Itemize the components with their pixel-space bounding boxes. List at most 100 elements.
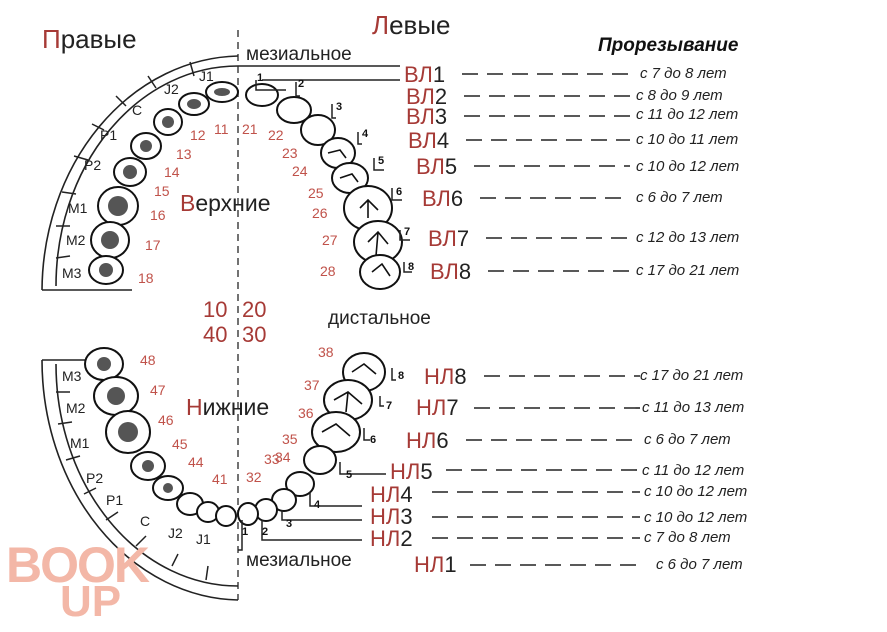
tooth-number-15: 15 (154, 183, 170, 199)
right-side-title: Правые (42, 24, 137, 54)
upper-index-1: 1 (257, 72, 264, 84)
tooth-number-41: 41 (212, 471, 228, 487)
eruption-upper-4: с 10 до 11 лет (636, 131, 739, 148)
upper-leader-lines (238, 65, 412, 273)
tooth-number-23: 23 (282, 145, 298, 161)
upper-left-teeth (245, 83, 403, 290)
tooth-number-28: 28 (320, 263, 336, 279)
tooth-number-46: 46 (158, 412, 174, 428)
upper-index-6: 6 (396, 186, 403, 198)
tooth-number-48: 48 (140, 352, 156, 368)
lower-left-teeth (237, 352, 386, 526)
group-upper-p1: P1 (100, 127, 118, 143)
watermark-book: BOOK (6, 537, 150, 593)
upper-right-teeth-shading (99, 88, 230, 277)
tooth-number-11: 11 (214, 121, 229, 137)
group-lower-p2: P2 (86, 470, 104, 486)
eruption-upper-5: с 10 до 12 лет (636, 158, 740, 175)
group-lower-j2: J2 (168, 525, 183, 541)
lower-index-2: 2 (262, 526, 269, 538)
eruption-upper-8: с 17 до 21 лет (636, 262, 740, 279)
lower-index-7: 7 (386, 400, 393, 412)
group-lower-m3: M3 (62, 368, 82, 384)
distal-label: дистальное (328, 308, 431, 329)
tooth-number-44: 44 (188, 454, 204, 470)
code-upper-8: ВЛ8 (430, 259, 472, 284)
code-lower-1: НЛ1 (414, 552, 457, 577)
upper-index-7: 7 (404, 226, 411, 238)
tooth-number-38: 38 (318, 344, 334, 360)
code-lower-4: НЛ4 (370, 482, 413, 507)
group-upper-m2: M2 (66, 232, 86, 248)
tooth-number-35: 35 (282, 431, 298, 447)
eruption-lower-4: с 10 до 12 лет (644, 483, 748, 500)
lower-index-6: 6 (370, 434, 377, 446)
group-lower-c: C (140, 513, 151, 529)
code-lower-3: НЛ3 (370, 504, 413, 529)
code-lower-6: НЛ6 (406, 428, 449, 453)
lower-jaw-title: Нижние (186, 394, 270, 420)
tooth-number-21: 21 (242, 121, 258, 137)
lower-index-5: 5 (346, 469, 353, 481)
tooth-number-24: 24 (292, 163, 308, 179)
tooth-number-25: 25 (308, 185, 324, 201)
tooth-number-26: 26 (312, 205, 328, 221)
lower-right-teeth-shading (97, 357, 173, 493)
lower-right-teeth (84, 347, 237, 527)
eruption-upper-7: с 12 до 13 лет (636, 229, 740, 246)
tooth-number-45: 45 (172, 436, 188, 452)
lower-dash-connectors (432, 375, 640, 566)
code-lower-7: НЛ7 (416, 395, 459, 420)
mesial-label-top: мезиальное (246, 44, 352, 65)
lower-leader-lines (238, 368, 396, 551)
group-upper-j2: J2 (164, 81, 179, 97)
eruption-upper-1: с 7 до 8 лет (640, 65, 727, 82)
group-upper-j1: J1 (199, 68, 214, 84)
tooth-number-34: 34 (275, 449, 291, 465)
tooth-number-37: 37 (304, 377, 320, 393)
tooth-number-36: 36 (298, 405, 314, 421)
eruption-lower-7: с 11 до 13 лет (642, 399, 745, 416)
upper-index-2: 2 (298, 78, 305, 90)
watermark-up: UP (60, 577, 122, 626)
group-lower-j1: J1 (196, 531, 211, 547)
code-upper-4: ВЛ4 (408, 128, 450, 153)
code-lower-5: НЛ5 (390, 459, 433, 484)
upper-index-5: 5 (378, 155, 385, 167)
group-upper-p2: P2 (84, 157, 102, 173)
tooth-number-33: 33 (264, 451, 280, 467)
eruption-lower-2: с 7 до 8 лет (644, 529, 731, 546)
eruption-upper-6: с 6 до 7 лет (636, 189, 723, 206)
quadrant-10: 10 (203, 297, 228, 322)
upper-index-4: 4 (362, 128, 369, 140)
quadrant-30: 30 (242, 322, 267, 347)
tooth-number-16: 16 (150, 207, 166, 223)
upper-index-3: 3 (336, 101, 343, 113)
code-upper-5: ВЛ5 (416, 154, 458, 179)
quadrant-20: 20 (242, 297, 267, 322)
eruption-lower-1: с 6 до 7 лет (656, 556, 743, 573)
eruption-lower-6: с 6 до 7 лет (644, 431, 731, 448)
upper-index-8: 8 (408, 261, 415, 273)
tooth-number-14: 14 (164, 164, 180, 180)
upper-dash-connectors (462, 73, 632, 272)
group-lower-m2: M2 (66, 400, 86, 416)
eruption-upper-2: с 8 до 9 лет (636, 87, 723, 104)
eruption-header: Прорезывание (598, 35, 739, 56)
code-lower-2: НЛ2 (370, 526, 413, 551)
group-upper-c: C (132, 102, 143, 118)
tooth-number-18: 18 (138, 270, 154, 286)
tooth-number-47: 47 (150, 382, 166, 398)
lower-index-1: 1 (242, 526, 249, 538)
tooth-number-12: 12 (190, 127, 206, 143)
tooth-number-22: 22 (268, 127, 284, 143)
upper-left-teeth-fissures (327, 149, 391, 277)
group-upper-m1: M1 (68, 200, 88, 216)
eruption-lower-3: с 10 до 12 лет (644, 509, 748, 526)
lower-index-3: 3 (286, 518, 293, 530)
left-side-title: Левые (372, 10, 451, 40)
upper-right-teeth (88, 81, 239, 285)
code-upper-3: ВЛ3 (406, 104, 448, 129)
code-upper-1: ВЛ1 (404, 62, 446, 87)
